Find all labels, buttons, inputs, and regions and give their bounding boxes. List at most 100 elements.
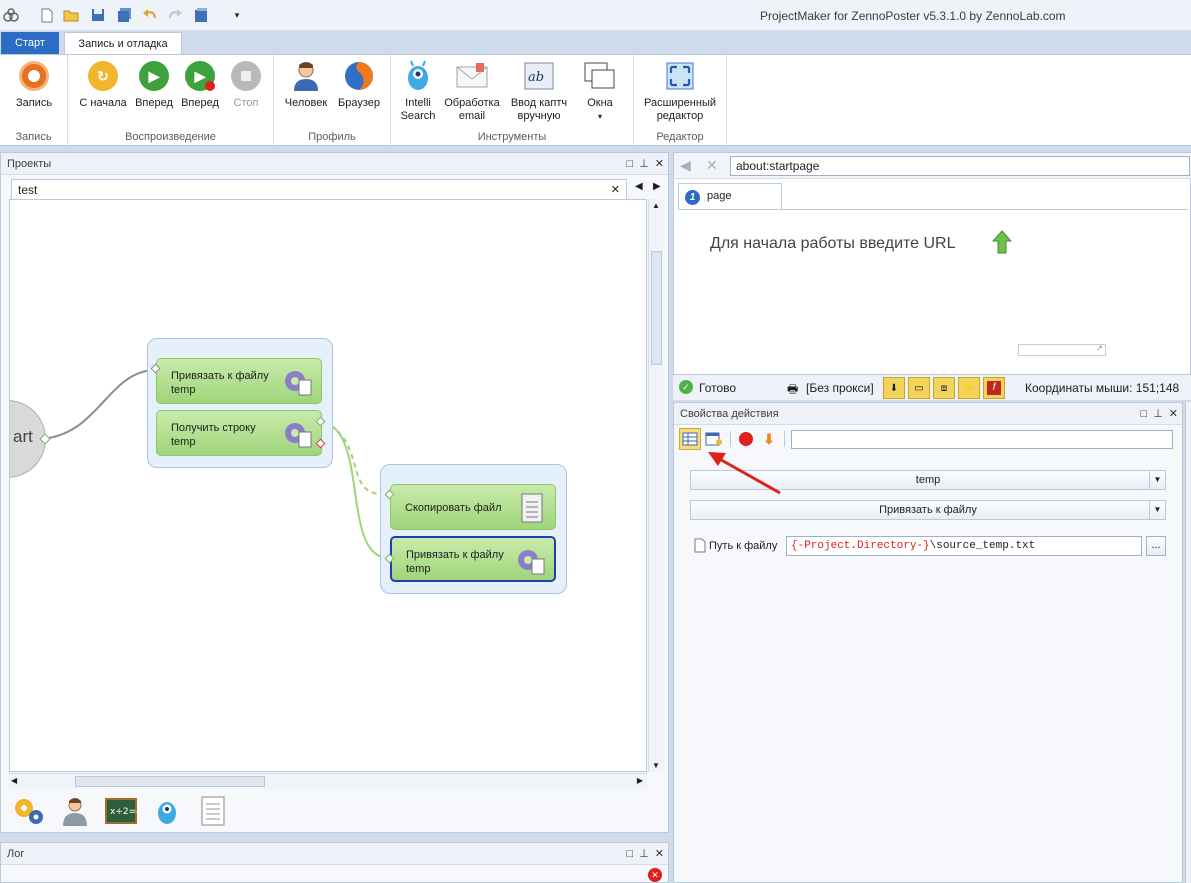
action-search-input[interactable] <box>791 430 1173 449</box>
close-icon[interactable]: ✕ <box>1168 408 1178 420</box>
cube-icon[interactable] <box>192 7 210 23</box>
extended-editor-button[interactable]: Расширенный редактор <box>642 59 718 123</box>
close-tab-icon[interactable]: ✕ <box>610 184 620 196</box>
manual-captcha-button[interactable]: ab Ввод каптч вручную <box>506 59 572 123</box>
table-icon <box>682 432 698 446</box>
browser-tab-label: page <box>707 190 732 202</box>
list-document-icon[interactable] <box>197 795 229 827</box>
stop-label: Стоп <box>233 97 259 109</box>
project-canvas[interactable]: art Привязать к файлу temp Получить стро… <box>9 199 647 772</box>
horizontal-scroll-thumb[interactable] <box>75 776 265 787</box>
action-type-select[interactable]: Привязать к файлу ▼ <box>690 500 1166 520</box>
browser-button[interactable]: Браузер <box>334 59 384 110</box>
download-icon[interactable]: ⬇ <box>883 377 905 399</box>
from-start-button[interactable]: ↻ С начала <box>76 59 130 110</box>
maximize-icon[interactable]: □ <box>1140 408 1148 420</box>
action-get-line[interactable]: Получить строку temp <box>156 410 322 456</box>
close-icon[interactable]: ✕ <box>654 848 664 860</box>
window-settings-button[interactable] <box>703 428 725 450</box>
cancel-load-icon[interactable]: ✕ <box>706 157 718 173</box>
pin-icon[interactable]: ⊥ <box>639 848 649 860</box>
close-icon[interactable]: ✕ <box>654 158 664 170</box>
resize-grip[interactable]: ↗ <box>1018 343 1106 356</box>
forward-record-button[interactable]: ▶ Вперед <box>178 59 222 110</box>
clear-log-icon[interactable]: ✕ <box>648 868 662 882</box>
person-icon[interactable] <box>59 795 91 827</box>
save-all-icon[interactable] <box>115 7 133 23</box>
gear-file-icon <box>283 367 313 397</box>
chevron-down-icon: ▼ <box>1149 471 1165 489</box>
browse-button[interactable]: ... <box>1146 536 1166 556</box>
status-proxy[interactable]: [Без прокси] <box>806 381 874 395</box>
vertical-scroll-thumb[interactable] <box>651 251 662 365</box>
robot-icon[interactable] <box>151 795 183 827</box>
scroll-down-icon[interactable]: ▼ <box>652 761 660 770</box>
browser-tab[interactable]: 1 page <box>678 183 782 209</box>
tab-scroll-left-icon[interactable]: ◀ <box>635 181 643 192</box>
pin-icon[interactable]: ⊥ <box>1153 408 1163 420</box>
quick-access-dropdown-icon[interactable]: ▾ <box>234 9 240 20</box>
blackboard-icon[interactable]: x+2=4 <box>105 795 137 827</box>
action-group[interactable]: Привязать к файлу temp Получить строку t… <box>147 338 333 468</box>
document-icon <box>517 493 547 523</box>
intelli-label-1: Intelli <box>405 97 431 109</box>
action-group[interactable]: Скопировать файл Привязать к файлу temp <box>380 464 567 594</box>
flash-icon[interactable]: f <box>983 377 1005 399</box>
svg-text:x+2=4: x+2=4 <box>110 807 137 817</box>
forward-record-label: Вперед <box>181 97 219 109</box>
action-bind-file-selected[interactable]: Привязать к файлу temp <box>390 536 556 582</box>
forward-button[interactable]: ▶ Вперед <box>132 59 176 110</box>
tab-start[interactable]: Старт <box>1 32 59 54</box>
email-processing-button[interactable]: Обработка email <box>441 59 503 123</box>
disable-action-button[interactable] <box>735 428 757 450</box>
intelli-search-button[interactable]: Intelli Search <box>397 59 439 123</box>
open-folder-icon[interactable] <box>62 7 80 23</box>
scroll-right-icon[interactable]: ▶ <box>636 776 643 785</box>
action-subtitle: temp <box>171 436 196 448</box>
gears-icon[interactable] <box>13 795 45 827</box>
path-label: Путь к файлу <box>709 540 778 552</box>
redo-icon[interactable] <box>166 7 184 23</box>
undo-icon[interactable] <box>141 7 159 23</box>
lightning-icon[interactable]: ⚡ <box>958 377 980 399</box>
human-button[interactable]: Человек <box>282 59 330 110</box>
maximize-icon[interactable]: □ <box>626 848 634 860</box>
maximize-icon[interactable]: □ <box>626 158 634 170</box>
envelope-icon <box>455 59 489 93</box>
table-view-button[interactable] <box>679 428 701 450</box>
scroll-up-icon[interactable]: ▲ <box>652 201 660 210</box>
tab-scroll-right-icon[interactable]: ▶ <box>653 181 661 192</box>
person-icon <box>289 59 323 93</box>
action-bind-file[interactable]: Привязать к файлу temp <box>156 358 322 404</box>
toolbar-separator <box>730 431 731 447</box>
back-arrow-icon[interactable]: ◀ <box>680 157 691 173</box>
save-icon[interactable] <box>89 7 107 23</box>
app-logo-icon <box>2 7 20 23</box>
vertical-scrollbar[interactable]: ▲ ▼ <box>648 199 664 772</box>
play-icon: ▶ <box>137 59 171 93</box>
pin-icon[interactable]: ⊥ <box>639 158 649 170</box>
action-copy-file[interactable]: Скопировать файл <box>390 484 556 530</box>
doc-tab[interactable]: test ✕ <box>11 179 627 199</box>
tab-record-debug[interactable]: Запись и отладка <box>64 32 182 54</box>
stop-button[interactable]: Стоп <box>224 59 268 110</box>
ribbon-group-label: Запись <box>15 131 52 143</box>
restart-icon: ↻ <box>86 59 120 93</box>
frame-icon[interactable]: ⧈ <box>933 377 955 399</box>
proxy-icon: 🖶 <box>787 382 799 396</box>
file-path-input[interactable]: {-Project.Directory-}\source_temp.txt <box>786 536 1142 556</box>
window-icon[interactable]: ▭ <box>908 377 930 399</box>
properties-panel-title: Свойства действия <box>680 408 779 420</box>
ribbon-group-label: Профиль <box>308 131 356 143</box>
horizontal-scrollbar[interactable]: ◀ ▶ <box>9 773 647 789</box>
gear-file-icon <box>283 419 313 449</box>
scroll-left-icon[interactable]: ◀ <box>11 776 18 785</box>
new-file-icon[interactable] <box>38 7 56 23</box>
move-down-button[interactable]: ⬇ <box>758 428 780 450</box>
browser-icon <box>342 59 376 93</box>
record-button[interactable]: Запись <box>11 59 57 110</box>
url-input[interactable] <box>730 156 1190 176</box>
ready-check-icon: ✓ <box>679 380 693 394</box>
group-select[interactable]: temp ▼ <box>690 470 1166 490</box>
windows-button[interactable]: Окна ▾ <box>577 59 623 123</box>
